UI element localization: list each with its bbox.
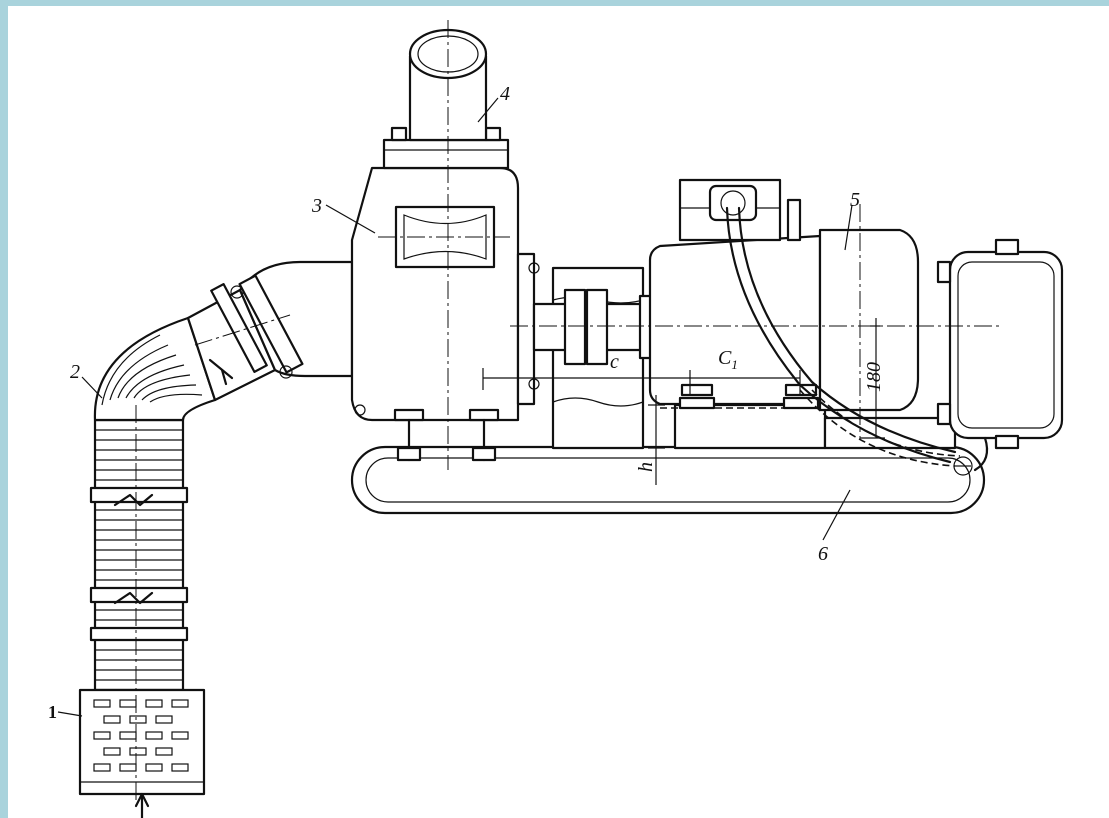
skid-base <box>350 445 986 515</box>
dim-h: h <box>635 462 657 472</box>
control-box <box>936 238 1064 472</box>
leader-lines <box>57 97 853 717</box>
label-strainer: 1 <box>48 702 57 722</box>
dim-180: 180 <box>863 362 885 392</box>
dim-c1: C1 <box>718 347 738 372</box>
center-lines <box>135 20 1000 810</box>
label-pump-casing: 3 <box>311 195 322 217</box>
intake-hose <box>89 260 354 692</box>
electric-motor <box>648 178 920 412</box>
label-motor: 5 <box>850 189 860 211</box>
label-skid-base: 6 <box>818 543 828 565</box>
discharge-pipe <box>382 28 510 170</box>
label-hose: 2 <box>70 361 80 383</box>
shaft-coupling <box>532 288 662 366</box>
dim-c: c <box>610 351 619 373</box>
label-discharge-pipe: 4 <box>500 83 510 105</box>
pump-casing <box>350 166 540 462</box>
strainer <box>78 688 206 818</box>
dimension-lines <box>482 318 885 485</box>
